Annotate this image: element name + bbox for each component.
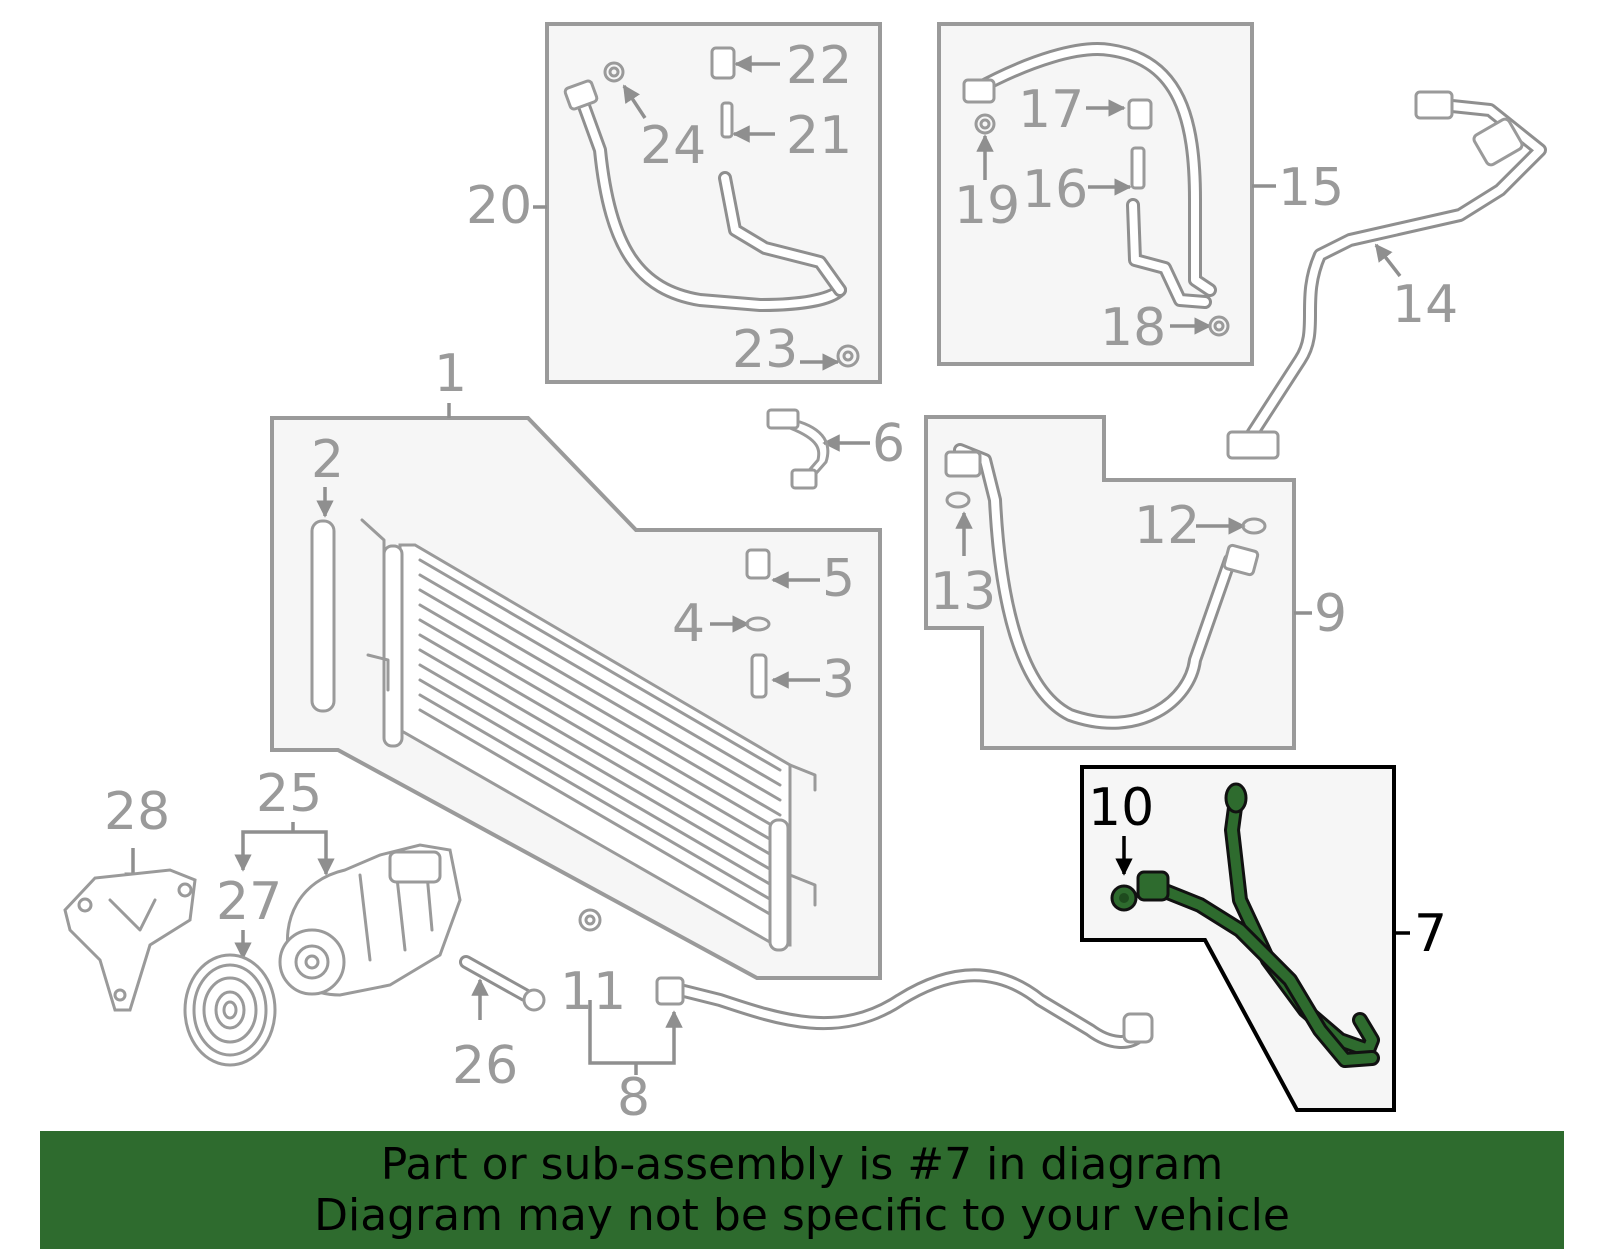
leader-25	[241, 830, 335, 876]
bolt-26-drawing	[459, 955, 546, 1012]
callout-4: 4	[672, 594, 706, 654]
callout-6: 6	[872, 414, 906, 474]
callout-2: 2	[311, 430, 345, 490]
callout-3: 3	[822, 650, 856, 710]
banner-line-disclaimer: Diagram may not be specific to your vehi…	[314, 1190, 1290, 1241]
callout-8: 8	[617, 1068, 651, 1128]
callout-27: 27	[216, 872, 283, 932]
pulley-drawing	[183, 953, 277, 1067]
callout-12: 12	[1134, 496, 1201, 556]
callout-5: 5	[822, 549, 856, 609]
callout-23: 23	[732, 320, 799, 380]
compressor-drawing	[278, 843, 462, 997]
leader-14	[1374, 243, 1402, 278]
callout-24: 24	[640, 116, 707, 176]
hose-14-drawing	[1226, 90, 1547, 460]
callout-22: 22	[786, 36, 853, 96]
callout-9: 9	[1314, 584, 1348, 644]
callout-18: 18	[1100, 298, 1167, 358]
callout-25: 25	[256, 764, 323, 824]
callout-19: 19	[954, 176, 1021, 236]
callout-15: 15	[1278, 158, 1345, 218]
hose-8-drawing	[578, 908, 1154, 1049]
callout-11: 11	[560, 962, 627, 1022]
callout-13: 13	[930, 562, 997, 622]
callout-10: 10	[1088, 778, 1155, 838]
callout-14: 14	[1392, 275, 1459, 335]
callout-16: 16	[1022, 160, 1089, 220]
hose-7-drawing	[1110, 782, 1380, 1068]
leader-24	[622, 84, 647, 119]
banner-line-part: Part or sub-assembly is #7 in diagram	[380, 1139, 1224, 1190]
info-banner: Part or sub-assembly is #7 in diagram Di…	[40, 1131, 1564, 1249]
leader-8	[588, 1000, 683, 1065]
callout-20: 20	[466, 176, 533, 236]
callout-21: 21	[786, 106, 853, 166]
hose-9-drawing	[944, 443, 1267, 730]
callout-1: 1	[434, 344, 468, 404]
hose-20-drawing	[563, 46, 860, 368]
callout-17: 17	[1018, 80, 1085, 140]
bracket-drawing	[63, 868, 197, 1012]
callout-26: 26	[452, 1036, 519, 1096]
hose-15-drawing	[962, 42, 1230, 337]
callout-28: 28	[104, 782, 171, 842]
condenser-drawing	[310, 518, 817, 952]
sensor-6-drawing	[766, 408, 830, 490]
panel-hose-9	[924, 415, 1296, 750]
callout-7: 7	[1414, 904, 1448, 964]
